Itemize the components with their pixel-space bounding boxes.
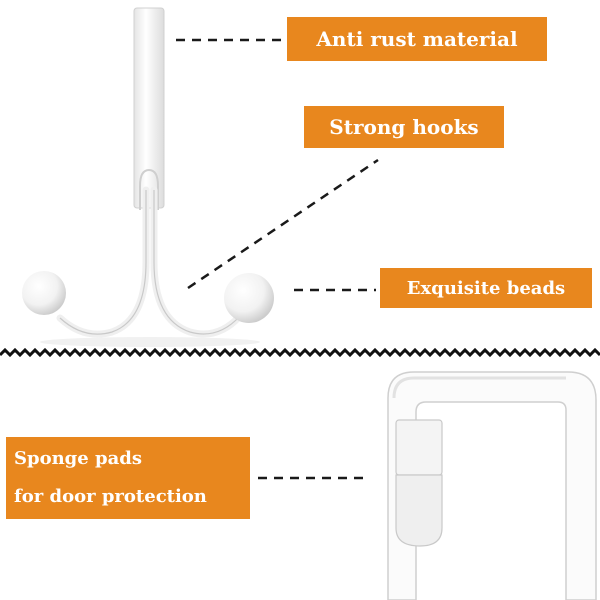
sponge-pad-lower [395,474,443,547]
door-bracket-icon [387,371,597,600]
label-exquisite-beads-text: Exquisite beads [406,277,566,299]
label-anti-rust-text: Anti rust material [316,27,518,51]
hook-mount-bar [133,7,165,209]
leader-line-strong-hooks [187,158,379,290]
sponge-pad-upper [395,419,443,476]
hook-shadow [40,337,260,347]
label-strong-hooks-text: Strong hooks [329,115,479,139]
hook-left-arm-edge [59,190,147,335]
double-hook-icon [22,7,274,347]
label-exquisite-beads: Exquisite beads [380,268,592,308]
label-anti-rust: Anti rust material [287,17,547,61]
bead-right [224,273,274,323]
hook-right-arm-edge [153,190,241,335]
bead-left [22,271,66,315]
hook-right-arm [150,186,244,338]
bracket-inner-shade [392,376,566,399]
label-sponge-line2: for door protection [14,486,207,507]
label-sponge-pads: Sponge pads for door protection [6,437,250,519]
bracket-frame [387,371,597,600]
label-sponge-line1: Sponge pads [14,448,142,469]
hook-left-arm [56,186,150,338]
section-divider [0,347,600,358]
hook-base-loop [139,168,159,210]
label-strong-hooks: Strong hooks [304,106,504,148]
